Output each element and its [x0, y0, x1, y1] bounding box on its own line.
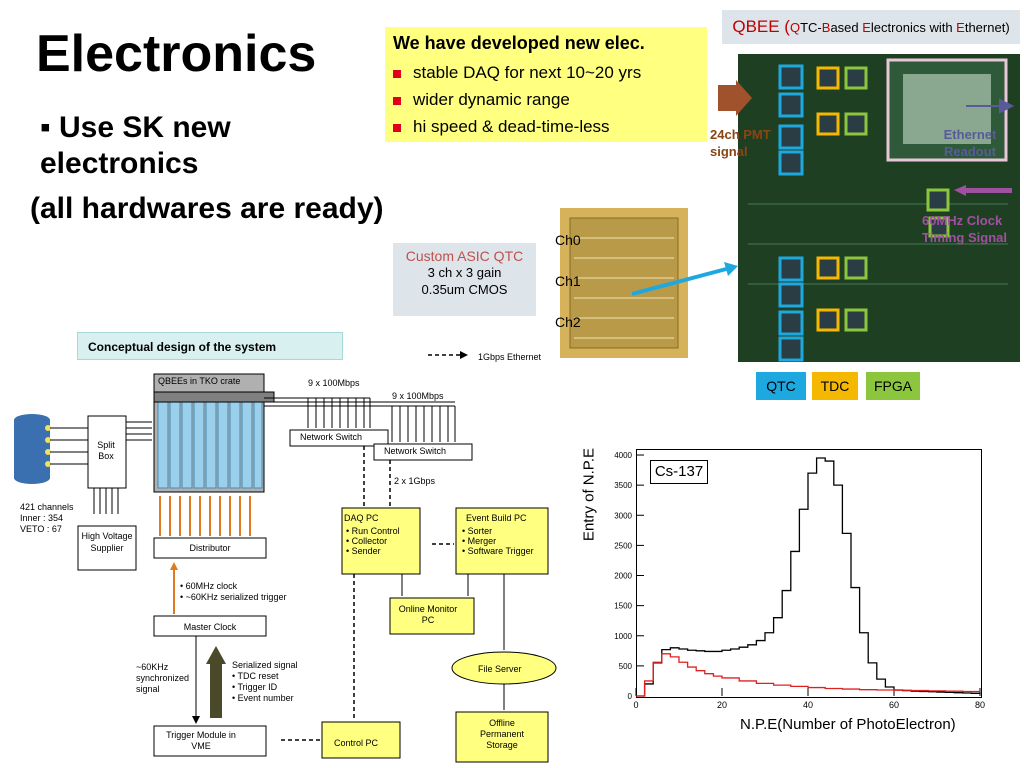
qbee-title-part: Q — [789, 20, 801, 35]
mbps-label-1: 9 x 100Mbps — [308, 378, 360, 388]
control-pc-label: Control PC — [334, 738, 379, 748]
y-tick-label: 1000 — [614, 632, 632, 641]
online-monitor-label: Online Monitor PC — [398, 604, 458, 625]
file-server-label: File Server — [478, 664, 522, 674]
y-tick-label: 2500 — [614, 541, 632, 550]
y-tick-label: 0 — [628, 692, 633, 701]
channels-label: 421 channels — [20, 502, 74, 512]
x-tick-label: 0 — [633, 700, 638, 710]
fpga-legend: FPGA — [866, 372, 920, 400]
y-tick-label: 500 — [619, 662, 633, 671]
highlights-list: stable DAQ for next 10~20 yrs wider dyna… — [393, 59, 641, 140]
mbps-label-2: 9 x 100Mbps — [392, 391, 444, 401]
master-clock-label: Master Clock — [183, 622, 237, 632]
qbee-title-part: B — [821, 20, 831, 35]
asic-arrow — [631, 262, 738, 296]
network-switch-1: Network Switch — [300, 432, 363, 442]
daq-item-2: • Sender — [346, 546, 381, 556]
series-line-0 — [636, 457, 981, 697]
clock-arrow — [966, 188, 1012, 193]
daq-item-0: • Run Control — [346, 526, 400, 536]
veto-label: VETO : 67 — [20, 524, 62, 534]
x-tick-label: 20 — [717, 700, 727, 710]
serialized-3: • Event number — [232, 693, 294, 703]
ethernet-legend-arrow — [428, 351, 468, 359]
x-tick-label: 80 — [975, 700, 985, 710]
ethernet-legend-label: 1Gbps Ethernet — [478, 352, 542, 362]
qtc-legend: QTC — [756, 372, 806, 400]
slide-bullet: ▪ Use SK new electronics — [40, 111, 231, 180]
qbee-title-prefix: QBEE ( — [732, 17, 790, 36]
clock-note-1: • 60MHz clock — [180, 581, 238, 591]
daq-item-1: • Collector — [346, 536, 388, 546]
asic-heading: Custom ASIC QTC — [405, 248, 524, 264]
x-tick-label: 40 — [803, 700, 813, 710]
event-item-1: • Merger — [462, 536, 497, 546]
y-tick-label: 2000 — [614, 572, 632, 581]
source-annotation: Cs-137 — [650, 460, 708, 484]
histogram-frame — [636, 449, 982, 698]
serialized-1: • TDC reset — [232, 671, 279, 681]
ch1-label: Ch1 — [555, 273, 581, 289]
pmt-signal-label: 24ch PMT signal — [710, 127, 771, 159]
npe-histogram: 0 20 40 60 80 0 500 1000 1500 2000 2500 3000 3500 400… — [614, 451, 985, 710]
inner-label: Inner : 354 — [20, 513, 64, 523]
qbee-title-part: E — [862, 20, 871, 35]
slide-title: Electronics — [36, 25, 317, 83]
qbee-title-part: thernet) — [964, 20, 1010, 35]
clock-note-2: • ~60KHz serialized trigger — [180, 592, 287, 602]
y-tick-label: 1500 — [614, 602, 632, 611]
serialized-2: • Trigger ID — [232, 682, 278, 692]
qbee-title-part: E — [956, 20, 965, 35]
x-axis-label: N.P.E(Number of PhotoElectron) — [740, 716, 956, 733]
event-item-0: • Sorter — [462, 526, 493, 536]
tdc-legend: TDC — [812, 372, 858, 400]
hv-label: High Voltage Supplier — [81, 531, 133, 553]
qbee-title-part: ased — [830, 20, 863, 35]
asic-line1: 3 ch x 3 gain — [427, 265, 502, 280]
ch0-label: Ch0 — [555, 232, 581, 248]
ethernet-readout-label: Ethernet Readout — [943, 127, 997, 159]
offline-storage-label: Offline Permanent Storage — [479, 718, 525, 750]
ethernet-arrow — [966, 98, 1015, 114]
board-arrows — [718, 80, 1015, 196]
gbps-label: 2 x 1Gbps — [394, 476, 436, 486]
list-item: stable DAQ for next 10~20 yrs — [393, 59, 641, 86]
split-box-label: Split Box — [97, 440, 115, 461]
serialized-0: Serialized signal — [232, 660, 298, 670]
concept-title: Conceptual design of the system — [77, 332, 343, 360]
network-switch-2: Network Switch — [384, 446, 447, 456]
asic-info-box: Custom ASIC QTC 3 ch x 3 gain 0.35um CMO… — [393, 243, 536, 316]
asic-line2: 0.35um CMOS — [421, 282, 508, 297]
daq-pc-label: DAQ PC — [344, 513, 379, 523]
list-item: hi speed & dead-time-less — [393, 113, 641, 140]
x-tick-label: 60 — [889, 700, 899, 710]
y-axis-label: Entry of N.P.E — [580, 447, 598, 542]
qbee-title-part: lectronics with — [870, 20, 957, 35]
highlights-box: We have developed new elec. stable DAQ f… — [385, 27, 707, 142]
clock-timing-label: 60MHz Clock Timing Signal — [922, 213, 1007, 245]
system-diagram — [14, 373, 557, 763]
event-build-label: Event Build PC — [466, 513, 527, 523]
event-item-2: • Software Trigger — [462, 546, 534, 556]
y-tick-label: 3000 — [614, 511, 632, 520]
sync-signal-label: ~60KHz synchronized signal — [136, 662, 190, 694]
trigger-module-label: Trigger Module in VME — [166, 730, 236, 751]
highlights-heading: We have developed new elec. — [393, 33, 645, 53]
qbee-title-part: TC- — [800, 20, 822, 35]
distributor-label: Distributor — [189, 543, 231, 553]
list-item: wider dynamic range — [393, 86, 641, 113]
series-line-1 — [636, 653, 981, 697]
y-tick-label: 4000 — [614, 451, 632, 460]
y-tick-label: 3500 — [614, 481, 632, 490]
ch2-label: Ch2 — [555, 314, 581, 330]
qbee-title: QBEE (QTC-Based Electronics with Etherne… — [722, 10, 1020, 44]
qbees-crate-label: QBEEs in TKO crate — [158, 376, 241, 386]
pmt-arrow — [718, 80, 752, 116]
slide-subtitle: (all hardwares are ready) — [30, 192, 384, 225]
